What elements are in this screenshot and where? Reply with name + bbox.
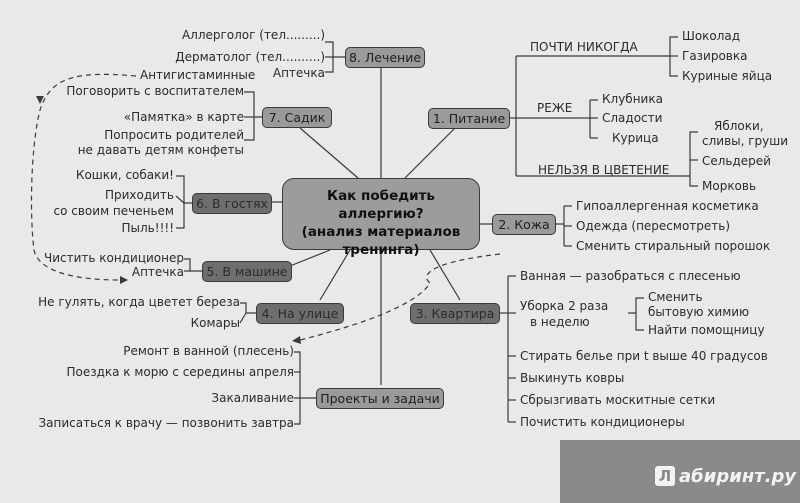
kvartira-item: Почистить кондиционеры — [520, 415, 685, 429]
proekty-item: Записаться к врачу — позвонить завтра — [38, 416, 294, 430]
kvartira-item: Ванная — разобраться с плесенью — [520, 269, 741, 283]
pitanie-pochti-item: Газировка — [682, 49, 748, 63]
sadik-item: Попросить родителей — [104, 128, 244, 142]
pitanie-rezhe-item: Клубника — [602, 92, 663, 106]
gosti-item: Кошки, собаки! — [75, 168, 174, 182]
central-topic-line-3: тренинга) — [342, 242, 420, 258]
pitanie-pochti-label: ПОЧТИ НИКОГДА — [530, 40, 638, 54]
kozha-item: Гипоаллергенная косметика — [576, 199, 759, 213]
node-ulitsa: 4. На улице — [256, 303, 344, 324]
node-lechenie: 8. Лечение — [345, 47, 425, 68]
lechenie-item: Аллерголог (тел.........) — [181, 28, 325, 42]
pitanie-nelzya-label: НЕЛЬЗЯ В ЦВЕТЕНИЕ — [538, 163, 670, 177]
kvartira-subitem: Сменить — [648, 290, 703, 304]
watermark-text: абиринт.ру — [679, 466, 797, 487]
node-sadik: 7. Садик — [262, 107, 332, 128]
node-proekty: Проекты и задачи — [316, 388, 444, 409]
kvartira-subitem: бытовую химию — [648, 305, 750, 319]
proekty-item: Поездка к морю с середины апреля — [66, 365, 294, 379]
pitanie-pochti-item: Куриные яйца — [682, 69, 773, 83]
sadik-item: Поговорить с воспитателем — [66, 84, 244, 98]
central-topic-line-2: (анализ материалов — [301, 224, 461, 240]
gosti-item: Пыль!!!! — [121, 221, 174, 235]
pitanie-nelzya-item: сливы, груши — [702, 134, 789, 148]
lechenie-item: Аптечка — [272, 66, 325, 80]
pitanie-rezhe-item: Сладости — [602, 111, 663, 125]
ulitsa-item: Комары — [190, 316, 240, 330]
pitanie-rezhe-label: РЕЖЕ — [537, 101, 573, 115]
mashina-item: Аптечка — [131, 265, 184, 279]
gosti-item: Приходить — [104, 188, 174, 202]
kozha-item: Сменить стиральный порошок — [576, 239, 771, 253]
sadik-item: «Памятка» в карте — [123, 110, 244, 124]
proekty-item: Ремонт в ванной (плесень) — [123, 344, 294, 358]
node-kozha: 2. Кожа — [492, 214, 556, 235]
sadik-item: не давать детям конфеты — [77, 143, 244, 157]
gosti-item: со своим печеньем — [53, 204, 175, 218]
kvartira-subitem: Найти помощницу — [648, 323, 765, 337]
pitanie-nelzya-item: Яблоки, — [714, 119, 764, 133]
kvartira-item: Стирать белье при t выше 40 градусов — [520, 349, 768, 363]
node-pitanie: 1. Питание — [428, 108, 510, 129]
kvartira-item: Выкинуть ковры — [520, 371, 625, 385]
kvartira-item: Уборка 2 раза — [520, 299, 609, 313]
node-gosti: 6. В гостях — [192, 193, 272, 214]
pitanie-rezhe-item: Курица — [612, 131, 659, 145]
pitanie-nelzya-item: Морковь — [702, 179, 757, 193]
kvartira-item: Сбрызгивать москитные сетки — [520, 393, 716, 407]
lechenie-item: Антигистаминные — [140, 68, 256, 82]
ulitsa-item: Не гулять, когда цветет береза — [38, 295, 240, 309]
kvartira-item: в неделю — [530, 315, 590, 329]
kozha-item: Одежда (пересмотреть) — [576, 219, 731, 233]
photo-shadow — [560, 440, 800, 503]
lechenie-item: Дерматолог (тел..........) — [175, 50, 325, 64]
proekty-item: Закаливание — [211, 391, 294, 405]
pitanie-pochti-item: Шоколад — [682, 29, 741, 43]
mashina-item: Чистить кондиционер — [44, 251, 184, 265]
watermark-logo-letter: Л — [655, 466, 675, 486]
central-topic-line-1: Как победить аллергию? — [327, 188, 435, 222]
node-mashina: 5. В машине — [202, 261, 292, 282]
node-kvartira: 3. Квартира — [410, 303, 500, 324]
central-topic: Как победить аллергию? (анализ материало… — [282, 178, 480, 258]
pitanie-nelzya-item: Сельдерей — [702, 154, 771, 168]
